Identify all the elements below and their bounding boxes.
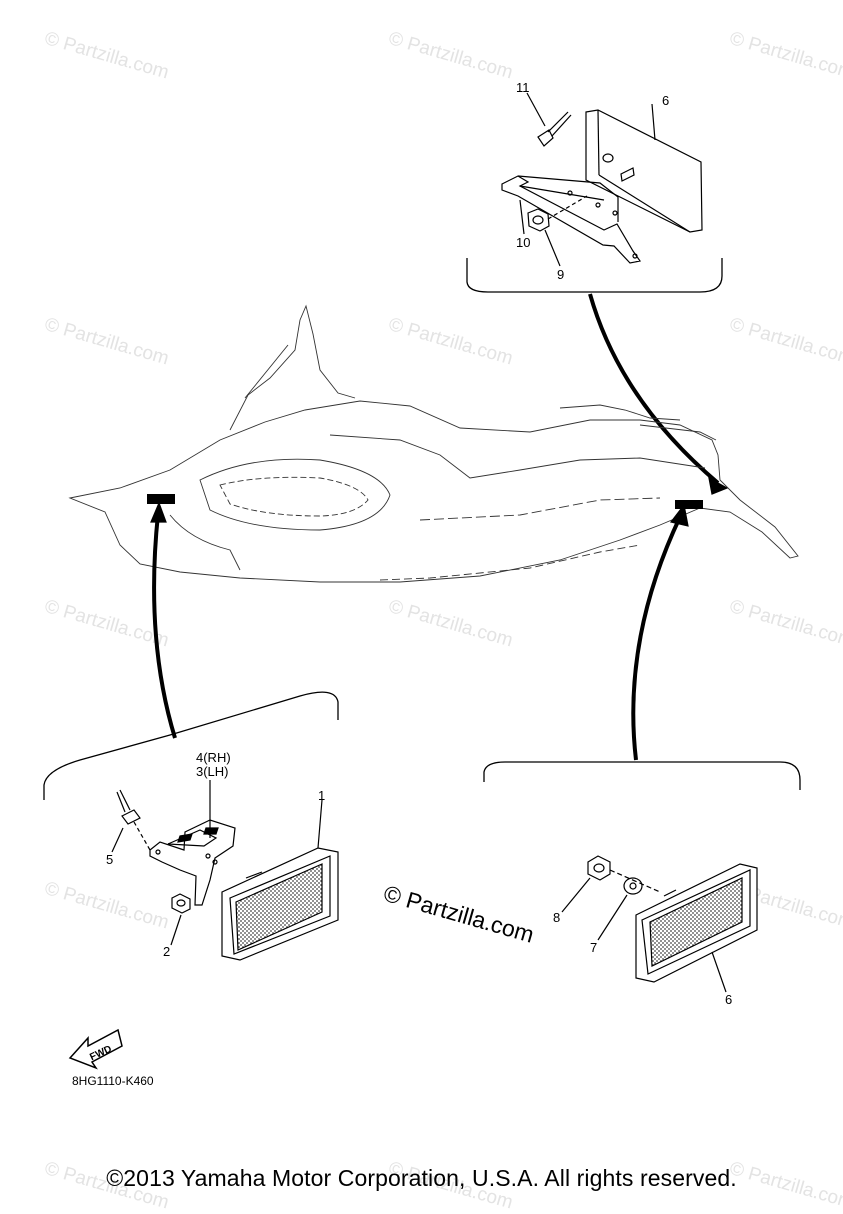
callout-4: 4(RH) <box>196 750 231 765</box>
callout-1: 1 <box>318 788 325 803</box>
fwd-arrow-icon: FWD <box>68 1028 123 1070</box>
front-reflector <box>221 847 339 961</box>
front-nut <box>171 893 191 914</box>
snowmobile-outline <box>68 304 799 583</box>
front-bracket <box>149 819 236 906</box>
top-reflector <box>585 109 703 233</box>
top-rivet <box>537 111 572 147</box>
callout-7: 7 <box>590 940 597 955</box>
top-detail-frame <box>466 258 723 293</box>
callout-10: 10 <box>516 235 530 250</box>
front-reflector-marker <box>147 494 175 504</box>
rear-washer <box>623 877 643 895</box>
top-nut <box>527 195 588 232</box>
rear-nut <box>587 855 611 881</box>
copyright-notice: ©2013 Yamaha Motor Corporation, U.S.A. A… <box>106 1165 737 1191</box>
callout-6-top: 6 <box>662 93 669 108</box>
callout-8: 8 <box>553 910 560 925</box>
rear-reflector <box>635 863 758 983</box>
top-bracket <box>501 175 642 264</box>
diagram-code: 8HG1110-K460 <box>72 1074 154 1088</box>
front-rivet <box>116 789 151 851</box>
top-detail-group <box>466 92 729 495</box>
rear-reflector-marker <box>675 500 703 509</box>
callout-5: 5 <box>106 852 113 867</box>
callout-3: 3(LH) <box>196 764 229 779</box>
callout-9: 9 <box>557 267 564 282</box>
left-detail-frame <box>43 691 339 800</box>
callout-6-bottom: 6 <box>725 992 732 1007</box>
right-detail-group <box>483 503 801 993</box>
callout-2: 2 <box>163 944 170 959</box>
left-detail-group <box>43 501 339 961</box>
right-detail-frame <box>483 761 801 790</box>
callout-11: 11 <box>516 80 530 95</box>
